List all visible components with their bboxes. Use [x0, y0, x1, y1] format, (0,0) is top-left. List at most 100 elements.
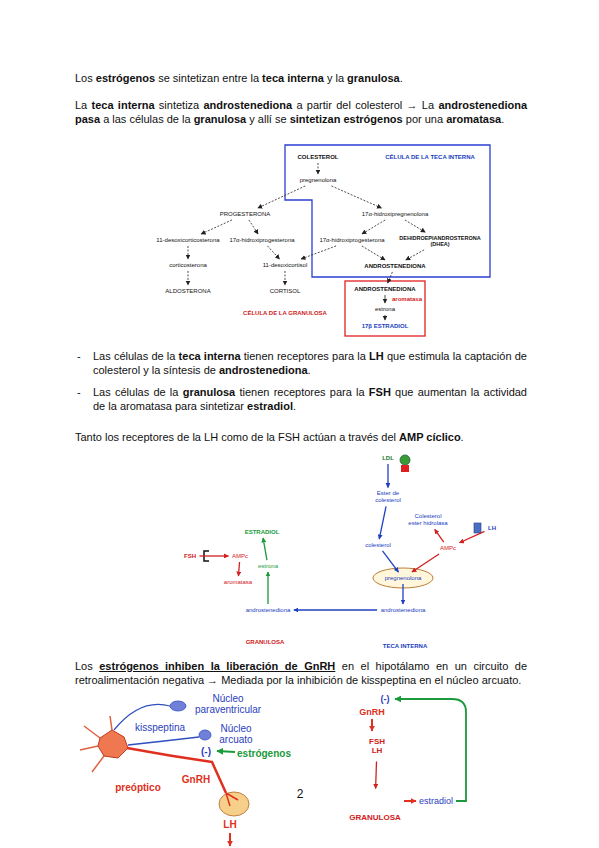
term-node: ESTRADIOL — [243, 528, 282, 537]
term-node: ANDROSTENEDIONA — [352, 285, 417, 294]
body-text: Los — [75, 72, 96, 84]
pathway-arrow — [384, 315, 385, 320]
pathway-arrow — [405, 220, 425, 232]
cell-box: GRANULOSAESTRADIOLAMPcestronaaromatasaan… — [205, 508, 325, 653]
body-text: se sintetizan entre la — [155, 72, 262, 84]
pathway-arrow — [331, 186, 381, 208]
node-text: ALDOSTERONA — [165, 288, 210, 295]
figure-label: 2 — [297, 788, 304, 802]
pathway-arrow — [201, 220, 232, 234]
node-text: AMPc — [440, 545, 456, 552]
body-text: estrógenos — [96, 72, 155, 84]
node-text: GRANULOSA — [328, 813, 422, 822]
pathway-arrow — [435, 529, 444, 542]
node-text: estrona — [375, 306, 395, 313]
paragraph: - — [77, 386, 89, 400]
term-node: Colesterol ester hidrolasa — [406, 512, 450, 528]
term-node: AMPc — [438, 544, 458, 553]
pathway-arrow — [387, 464, 388, 488]
term-node: colesterol — [363, 541, 393, 550]
estrogen-arrow — [217, 751, 235, 752]
figure-label: Núcleo arcuato — [215, 723, 257, 746]
paraventricular-nucleus — [170, 701, 186, 711]
lh-arrow — [229, 833, 231, 846]
pathway-arrow — [362, 246, 385, 260]
pathway-arrow — [258, 186, 305, 208]
figure-label: LH — [223, 819, 236, 831]
body-text: FSH — [369, 386, 391, 398]
node-text: 17α-hidroxiprogesterona — [229, 237, 294, 244]
term-node: LH — [486, 524, 498, 533]
body-text: teca interna — [92, 99, 155, 111]
node-text: LDL — [382, 455, 394, 462]
body-text: teca interna — [262, 72, 324, 84]
pathway-arrow — [294, 609, 377, 610]
cell-outline — [348, 790, 402, 812]
body-text: Las células de la — [93, 386, 183, 398]
node-text: pregnenolona — [385, 575, 422, 582]
body-text: a las células de la — [100, 113, 194, 125]
node-text: androstenediona — [381, 607, 426, 614]
body-text: Tanto los receptores de la LH como de la… — [75, 431, 399, 443]
body-text: . — [501, 113, 504, 125]
paragraph: - — [77, 350, 89, 364]
ldl-particle — [400, 455, 410, 465]
term-node: 17α-hidroxiprogesterona — [317, 236, 386, 245]
node-text: COLESTEROL — [297, 154, 338, 161]
pathway-arrow — [301, 246, 336, 259]
kisspeptin-fiber — [128, 737, 199, 745]
cell-shape — [206, 509, 324, 637]
pathway-arrow — [460, 531, 485, 542]
enzyme-label: aromatasa — [391, 296, 423, 303]
body-text: AMP cíclico — [399, 431, 461, 443]
node-text: ANDROSTENEDIONA — [364, 263, 425, 270]
body-text: tienen receptores para la — [241, 350, 370, 362]
term-node: 11-desoxicortisol — [261, 261, 310, 270]
pathway-arrow — [375, 762, 377, 789]
term-node: androstenediona — [244, 606, 293, 615]
node-text: 11-desoxicortisol — [263, 262, 308, 269]
paragraph: Los estrógenos se sintetizan entre la te… — [75, 72, 527, 86]
body-text: - — [77, 386, 81, 398]
node-text: DEHIDROEPIANDROSTERONA (DHEA) — [397, 235, 483, 248]
term-node: ANDROSTENEDIONA — [362, 262, 427, 271]
term-node: Ester de colesterol — [367, 489, 409, 505]
estradiol-arrow — [404, 800, 416, 802]
node-text: TECA INTERNA — [310, 643, 500, 650]
node-text: 17α-hidroxiprogesterona — [319, 237, 384, 244]
node-text: CORTISOL — [270, 288, 301, 295]
body-text: granulosa — [194, 113, 247, 125]
paragraph: Tanto los receptores de la LH como de la… — [75, 431, 527, 445]
node-text: Ester de colesterol — [369, 490, 407, 504]
node-text: FSH LH — [367, 738, 387, 756]
term-node: 17α-hidroxipregnenolona — [360, 210, 431, 219]
pathway-arrow — [284, 271, 285, 285]
term-node: pregnenolona — [298, 176, 339, 185]
cell-box: FSH LH — [362, 733, 392, 760]
body-text: Los — [75, 660, 99, 672]
cell-box: TECA INTERNAEster de colesterolColestero… — [330, 470, 480, 653]
figure-label: (-) — [381, 694, 390, 704]
node-text: 17α-hidroxipregnenolona — [362, 211, 429, 218]
node-text: GRANULOSA — [185, 639, 345, 646]
term-node: estrona — [256, 562, 280, 571]
node-text: 11-desoxicorticosterona — [156, 237, 219, 244]
axon-terminals — [226, 793, 238, 806]
body-text: sintetizan estrógenos — [290, 113, 403, 125]
body-text: La — [75, 99, 92, 111]
node-text: Colesterol ester hidrolasa — [408, 513, 448, 527]
term-node: CORTISOL — [268, 287, 303, 296]
term-node: PROGESTERONA — [218, 210, 273, 219]
pathway-arrow — [402, 584, 403, 604]
body-text: Las células de la — [93, 350, 179, 362]
figure-label: CÉLULA DE LA GRANULOSA — [243, 310, 327, 317]
term-node: 17α-hidroxiprogesterona — [227, 236, 296, 245]
figure-label: estrógenos — [237, 748, 291, 760]
node-text: PROGESTERONA — [220, 211, 271, 218]
node-text: colesterol — [365, 542, 391, 549]
node-text: FSH — [184, 553, 196, 560]
node-text: ESTRADIOL — [245, 529, 280, 536]
figure-label: preóptico — [115, 782, 161, 794]
node-text: AMPc — [232, 553, 248, 560]
